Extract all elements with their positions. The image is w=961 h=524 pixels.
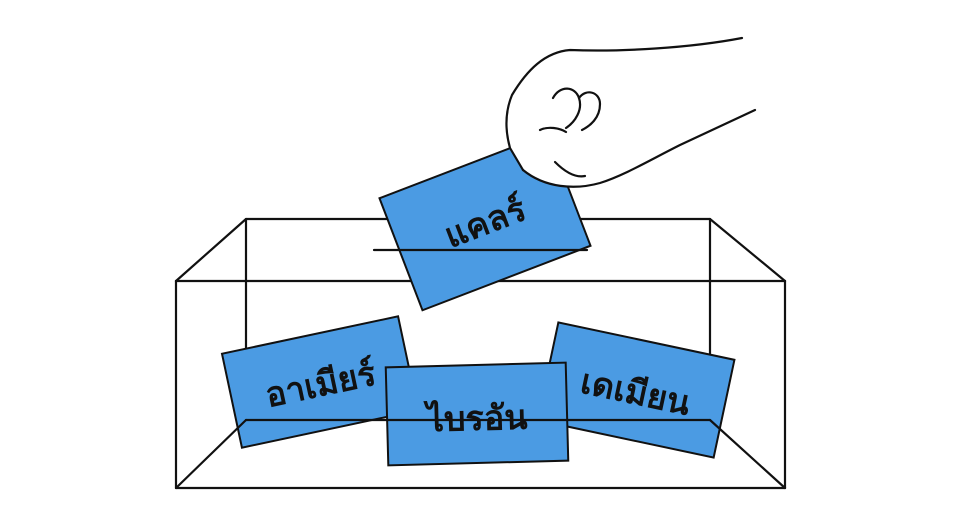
ballot-card-amier-paper — [220, 315, 420, 449]
box-bottom-left-edge — [174, 418, 248, 490]
box-bottom-right-edge — [708, 418, 787, 490]
hand-knuckle-2 — [577, 91, 602, 132]
hand-illustration — [505, 36, 757, 188]
hand-lower-contour — [521, 108, 757, 188]
ballot-card-byron-label: ไบรอัน — [423, 397, 528, 441]
hand-upper-contour — [505, 36, 744, 172]
ballot-card-byron: ไบรอัน — [384, 361, 570, 467]
ballot-card-byron-paper — [384, 361, 570, 467]
ballot-card-amier: อาเมียร์ — [220, 315, 420, 449]
hand-thumb-crease — [538, 126, 568, 134]
hand-finger-crease — [553, 160, 587, 178]
ballot-card-damien: เดเมียน — [536, 321, 736, 459]
ballot-box-front — [174, 279, 787, 490]
